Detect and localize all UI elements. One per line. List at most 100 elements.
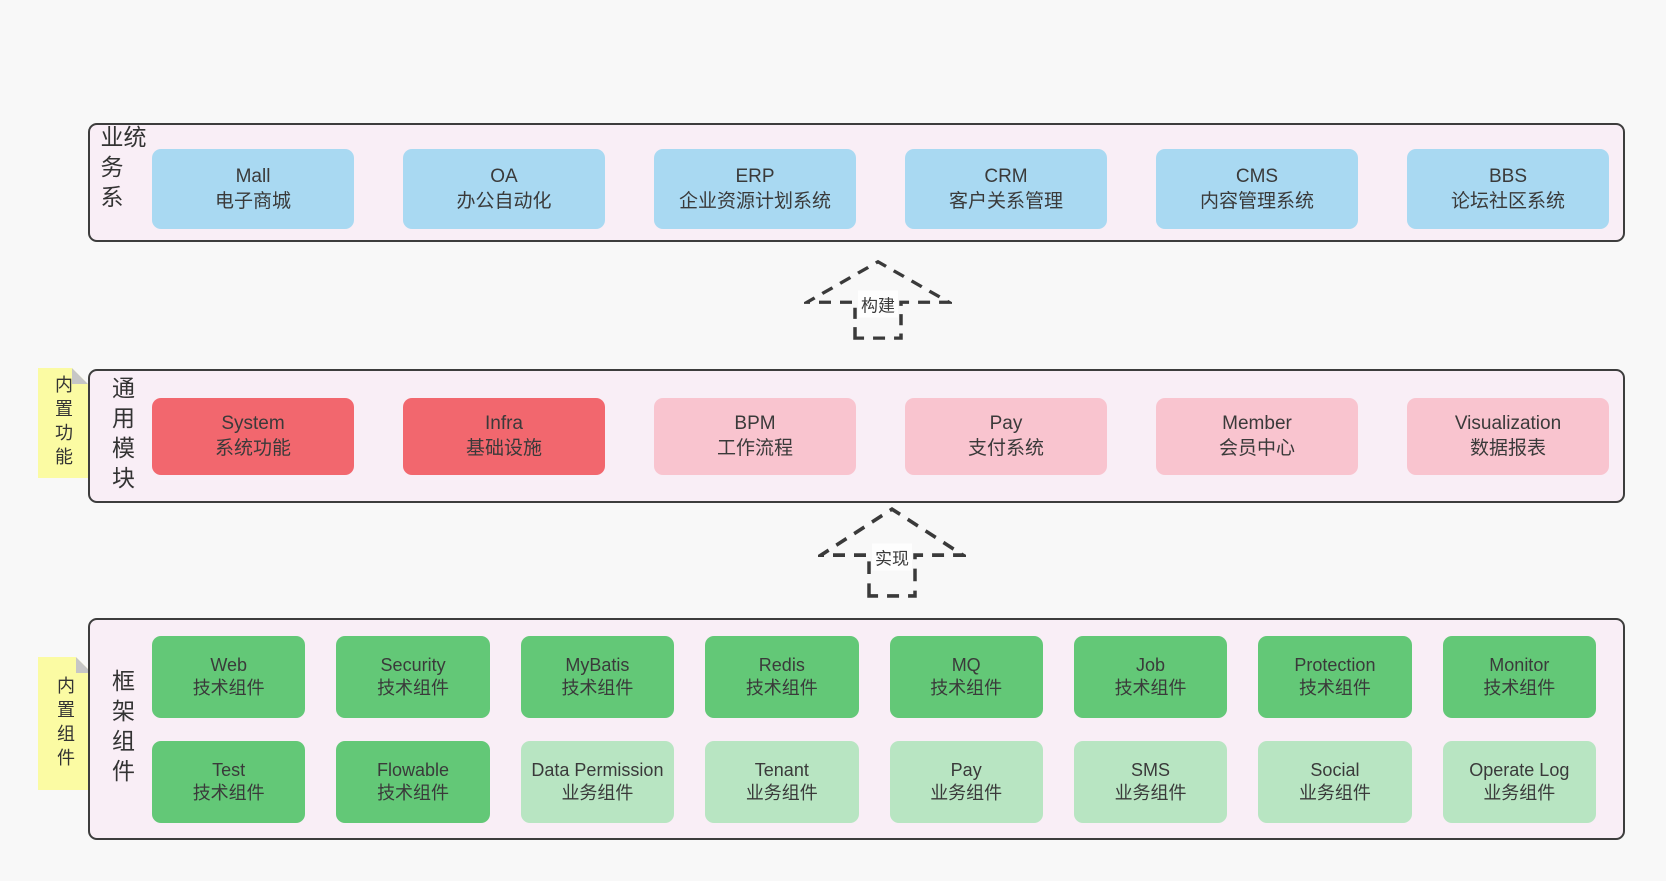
box-name: Infra	[484, 413, 524, 434]
sticky-note-label: 内置组件	[55, 675, 75, 772]
box-name: Job	[1136, 654, 1166, 675]
implement-arrow-icon: 实现	[818, 506, 966, 598]
layer-label-text: 框架组件	[108, 669, 135, 789]
build-arrow-icon: 构建	[804, 259, 952, 340]
layer-common-modules: 通用模块 System 系统功能 Infra 基础设施 BPM 工作流程 Pay 支付系统 Me…	[88, 369, 1625, 503]
box-subtitle: 技术组件	[377, 782, 450, 803]
box-bpm: BPM 工作流程	[654, 397, 856, 475]
box-name: Mall	[235, 166, 271, 187]
layer-label-text: 通用模块	[108, 376, 135, 496]
box-subtitle: 技术组件	[192, 677, 265, 698]
box-subtitle: 业务组件	[930, 782, 1003, 803]
dashed-up-arrow-icon	[804, 259, 952, 340]
box-subtitle: 企业资源计划系统	[678, 191, 831, 212]
implement-arrow-label: 实现	[872, 543, 912, 571]
box-name: Monitor	[1489, 654, 1550, 675]
box-bbs: BBS 论坛社区系统	[1407, 149, 1609, 229]
box-subtitle: 客户关系管理	[948, 191, 1063, 212]
box-subtitle: 论坛社区系统	[1450, 191, 1565, 212]
box-subtitle: 基础设施	[465, 438, 542, 459]
box-subtitle: 技术组件	[561, 677, 634, 698]
box-name: Member	[1222, 413, 1292, 434]
box-name: Web	[210, 654, 248, 675]
box-name: CRM	[984, 166, 1028, 187]
box-crm: CRM 客户关系管理	[905, 149, 1107, 229]
folded-corner-icon	[72, 368, 88, 384]
box-subtitle: 办公自动化	[456, 191, 552, 212]
box-member: Member 会员中心	[1156, 397, 1358, 475]
box-subtitle: 技术组件	[745, 677, 818, 698]
box-subtitle: 技术组件	[377, 677, 450, 698]
box-name: Operate Log	[1469, 759, 1570, 780]
box-name: Protection	[1294, 654, 1376, 675]
box-name: SMS	[1131, 759, 1171, 780]
box-subtitle: 技术组件	[1483, 677, 1556, 698]
box-subtitle: 内容管理系统	[1199, 191, 1314, 212]
layer-label: 框架组件	[90, 620, 152, 838]
sticky-note-label: 内置功能	[53, 375, 73, 471]
box-name: Social	[1310, 759, 1360, 780]
box-name: System	[221, 413, 285, 434]
box-subtitle: 业务组件	[1298, 782, 1371, 803]
box-subtitle: 系统功能	[214, 438, 291, 459]
box-row: System 系统功能 Infra 基础设施 BPM 工作流程 Pay 支付系统 Member 会…	[152, 397, 1609, 475]
box-mall: Mall 电子商城	[152, 149, 354, 229]
box-name: BPM	[734, 413, 776, 434]
box-subtitle: 业务组件	[561, 782, 634, 803]
box-name: BBS	[1488, 166, 1528, 187]
dashed-up-arrow-icon	[818, 506, 966, 598]
layer-label: 业务系统	[90, 125, 152, 240]
box-name: MQ	[951, 654, 981, 675]
box-subtitle: 业务组件	[745, 782, 818, 803]
box-subtitle: 技术组件	[930, 677, 1003, 698]
box-name: ERP	[735, 166, 775, 187]
box-name: CMS	[1235, 166, 1279, 187]
box-subtitle: 工作流程	[716, 438, 793, 459]
box-subtitle: 会员中心	[1218, 438, 1295, 459]
box-name: Security	[380, 654, 446, 675]
box-name: Tenant	[754, 759, 809, 780]
box-system: System 系统功能	[152, 397, 354, 475]
box-subtitle: 业务组件	[1114, 782, 1187, 803]
sticky-note-built-in-components: 内置组件	[38, 657, 92, 790]
box-subtitle: 数据报表	[1469, 438, 1546, 459]
box-erp: ERP 企业资源计划系统	[654, 149, 856, 229]
box-name: Pay	[950, 759, 982, 780]
box-name: Pay	[989, 413, 1023, 434]
build-arrow-label: 构建	[858, 290, 898, 318]
layer-label-text: 业务系统	[97, 125, 146, 215]
box-subtitle: 支付系统	[967, 438, 1044, 459]
sticky-note-built-in-functions: 内置功能	[38, 368, 88, 478]
box-name: Flowable	[377, 759, 450, 780]
box-infra: Infra 基础设施	[403, 397, 605, 475]
box-subtitle: 技术组件	[1298, 677, 1371, 698]
box-subtitle: 业务组件	[1483, 782, 1556, 803]
box-subtitle: 电子商城	[214, 191, 291, 212]
box-subtitle: 技术组件	[1114, 677, 1187, 698]
box-name: Test	[212, 759, 246, 780]
